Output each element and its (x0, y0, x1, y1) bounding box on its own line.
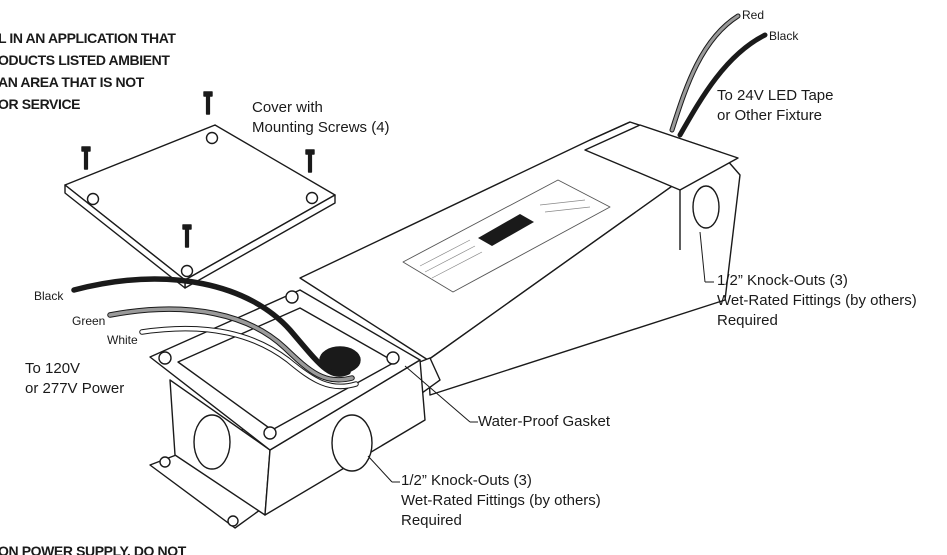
warning-line: AN AREA THAT IS NOT (0, 74, 144, 90)
warning-line: OR SERVICE (0, 96, 81, 112)
power-input-label: To 120V or 277V Power (25, 360, 125, 397)
product-label (402, 179, 611, 293)
knockout-front (193, 414, 231, 470)
knockout-right (692, 185, 720, 229)
wire-label-green: Green (72, 314, 106, 328)
warning-text-bottom: ON POWER SUPPLY. DO NOT (0, 540, 186, 555)
cover-plate (64, 124, 336, 289)
knockout-side (331, 414, 373, 472)
input-wires (71, 276, 359, 390)
warning-line: ON POWER SUPPLY. DO NOT (0, 543, 186, 555)
gasket-label: Water-Proof Gasket (478, 413, 610, 430)
knockouts-right-label: 1/2” Knock-Outs (3) Wet-Rated Fittings (… (717, 272, 917, 329)
wire-label-white: White (107, 333, 138, 347)
wire-label-black-output: Black (769, 29, 799, 43)
warning-line: L IN AN APPLICATION THAT (0, 30, 176, 46)
leader-lines (367, 231, 714, 483)
cover-label: Cover with Mounting Screws (4) (252, 99, 390, 136)
warning-line: ODUCTS LISTED AMBIENT (0, 52, 170, 68)
knockouts-bottom-label: 1/2” Knock-Outs (3) Wet-Rated Fittings (… (401, 472, 601, 529)
screws (81, 91, 315, 248)
warning-text-top: L IN AN APPLICATION THAT ODUCTS LISTED A… (0, 27, 176, 115)
wire-label-black-input: Black (34, 289, 64, 303)
output-wires (669, 13, 768, 138)
led-output-label: To 24V LED Tape or Other Fixture (717, 87, 834, 124)
wire-label-red: Red (742, 8, 765, 22)
